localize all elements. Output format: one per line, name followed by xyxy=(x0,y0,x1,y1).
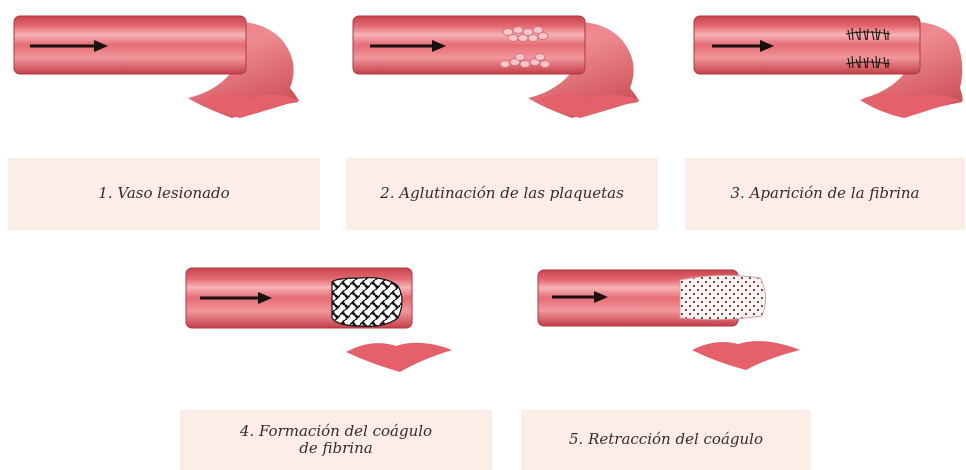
fibrin-clot xyxy=(332,278,402,327)
step-5-text: 5. Retracción del coágulo xyxy=(569,431,763,448)
step-5-label: 5. Retracción del coágulo xyxy=(521,410,811,470)
step-4-text-line2: de fibrina xyxy=(240,440,432,457)
vessel-5 xyxy=(538,270,800,370)
step-3-text: 3. Aparición de la fibrina xyxy=(730,185,919,202)
vessel-4 xyxy=(186,268,452,372)
step-2-text: 2. Aglutinación de las plaquetas xyxy=(380,185,624,202)
step-2-label: 2. Aglutinación de las plaquetas xyxy=(346,158,658,230)
vessel-2 xyxy=(353,16,640,118)
step-3-label: 3. Aparición de la fibrina xyxy=(685,158,965,230)
vessel-3 xyxy=(694,16,963,118)
step-1-text: 1. Vaso lesionado xyxy=(98,185,229,202)
step-4-text-line1: 4. Formación del coágulo xyxy=(240,423,432,440)
retracted-clot xyxy=(680,275,766,319)
step-1-label: 1. Vaso lesionado xyxy=(8,158,320,230)
step-4-label: 4. Formación del coágulo de fibrina xyxy=(180,410,492,470)
vessel-1 xyxy=(14,16,300,118)
